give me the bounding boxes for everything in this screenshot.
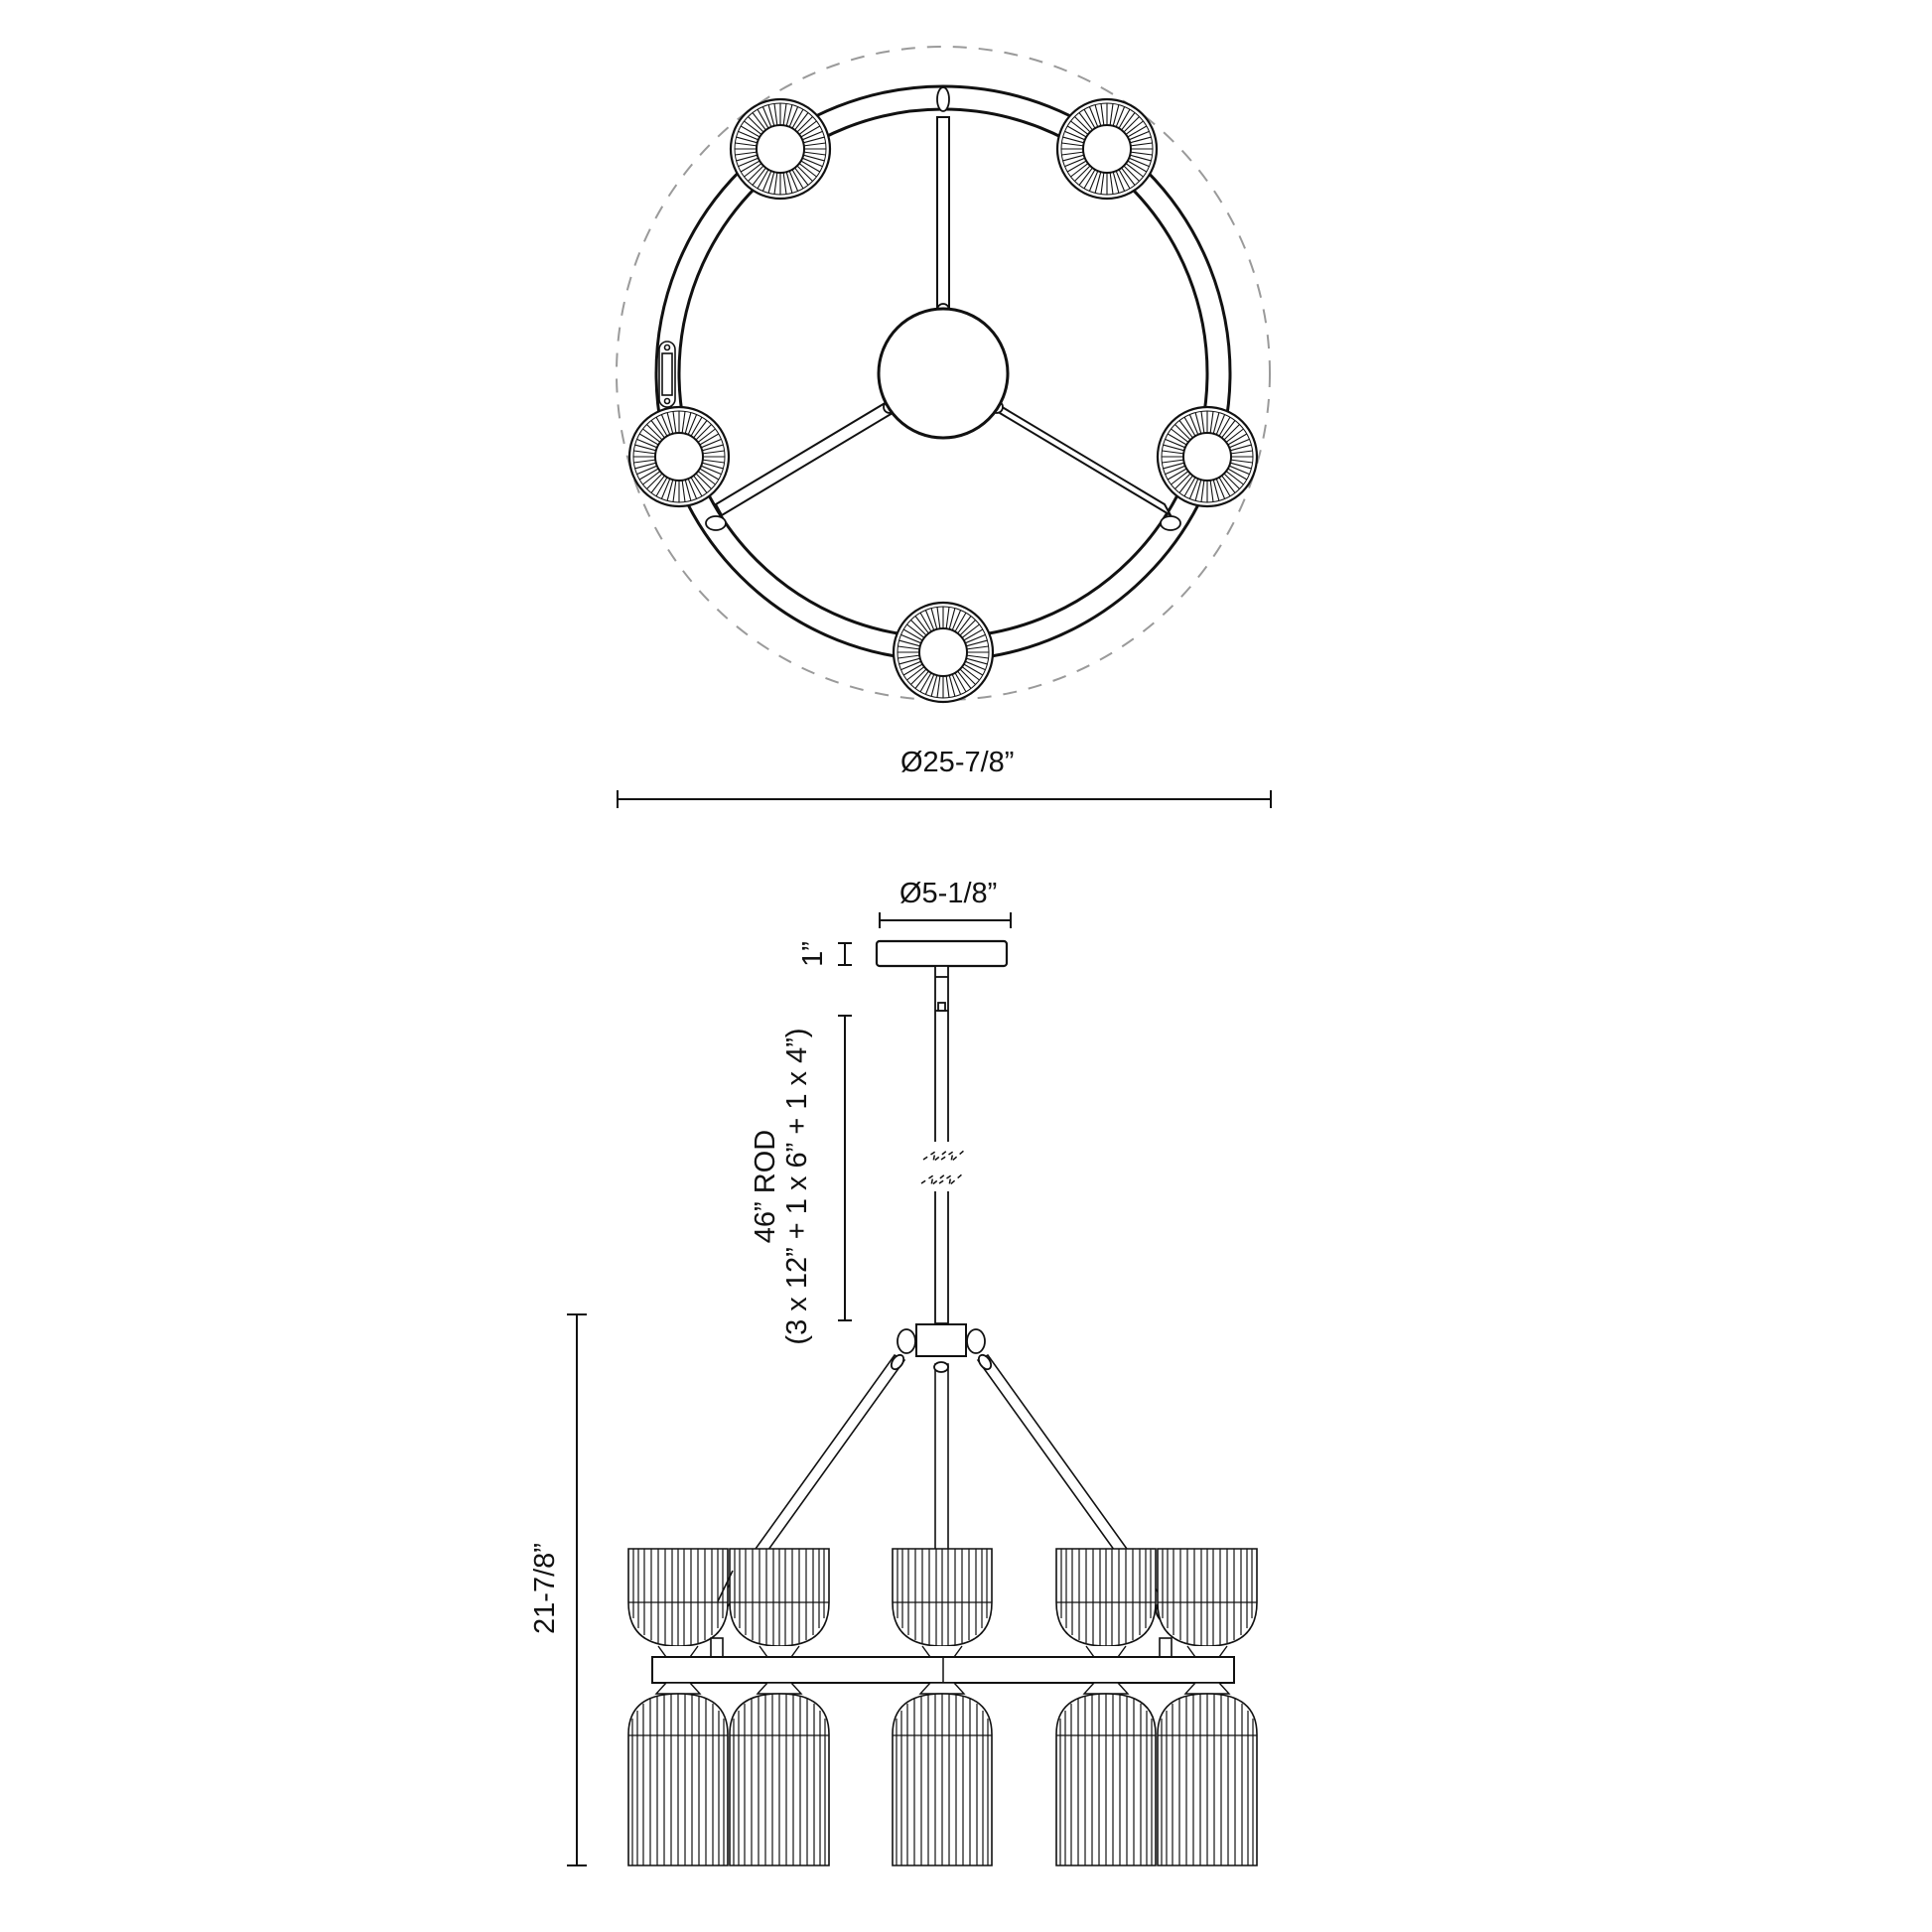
upper-shade-3 (892, 1548, 993, 1658)
side-view (567, 912, 1258, 1866)
rod-label-line1: 46” ROD (750, 1129, 781, 1244)
canopy-diameter-label: Ø5-1/8” (899, 878, 998, 909)
shade-top-1 (729, 97, 832, 201)
lower-shade-1 (627, 1682, 729, 1866)
rod-break (920, 1142, 966, 1191)
arms-top (714, 116, 1173, 518)
overall-diameter-dimension (617, 790, 1272, 808)
upper-shade-2 (729, 1548, 830, 1658)
shade-top-2 (1055, 97, 1159, 201)
lower-shade-3 (892, 1682, 993, 1866)
canopy-height-label: 1” (797, 941, 829, 967)
lower-shade-2 (729, 1682, 830, 1866)
rod-length-label: 46” ROD (3 x 12” + 1 x 6” + 1 x 4”) (750, 1018, 819, 1355)
lower-shade-5 (1157, 1682, 1258, 1866)
shade-top-4 (1156, 405, 1259, 508)
hub-block (915, 1323, 967, 1357)
top-view (616, 46, 1272, 808)
shade-top-5 (892, 601, 995, 704)
overall-envelope-dashed (616, 46, 1271, 701)
mounting-plate (658, 341, 676, 408)
rod-label-line2: (3 x 12” + 1 x 6” + 1 x 4”) (781, 1028, 813, 1345)
upper-shade-5 (1157, 1548, 1258, 1658)
lower-shade-4 (1055, 1682, 1157, 1866)
upper-shade-4 (1055, 1548, 1157, 1658)
center-hub-top (877, 307, 1010, 440)
overall-diameter-label: Ø25-7/8” (900, 747, 1015, 778)
shade-top-3 (627, 405, 731, 508)
canopy (875, 939, 1009, 968)
fixture-height-label: 21-7/8” (529, 1543, 561, 1634)
